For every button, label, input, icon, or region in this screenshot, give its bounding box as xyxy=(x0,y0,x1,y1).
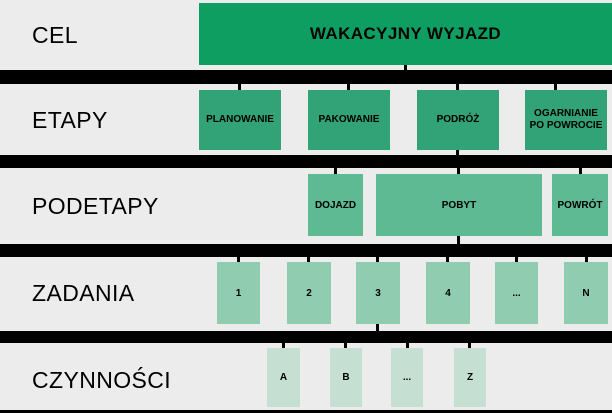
connector-tick xyxy=(237,257,240,262)
activity-box-z: Z xyxy=(454,348,486,407)
task-box-3: 3 xyxy=(356,262,400,324)
task-box-1: 1 xyxy=(217,262,260,324)
connector-tick xyxy=(347,84,350,90)
task-box-ellipsis: ... xyxy=(495,262,538,324)
connector-tick xyxy=(404,65,407,70)
divider-bar-2 xyxy=(0,155,612,168)
connector-tick xyxy=(456,150,459,155)
connector-tick xyxy=(515,257,518,262)
connector-tick xyxy=(468,343,471,348)
activity-box-b: B xyxy=(330,348,362,407)
connector-tick xyxy=(376,324,379,331)
connector-tick xyxy=(446,257,449,262)
substage-box-dojazd: DOJAZD xyxy=(308,174,363,236)
row-label-etapy: ETAPY xyxy=(32,107,108,133)
substage-box-pobyt: POBYT xyxy=(376,174,542,236)
divider-bar-1 xyxy=(0,70,612,84)
connector-tick xyxy=(282,343,285,348)
connector-tick xyxy=(307,257,310,262)
task-box-2: 2 xyxy=(287,262,331,324)
connector-tick xyxy=(334,168,337,174)
connector-tick xyxy=(344,343,347,348)
substage-box-powrot: POWRÓT xyxy=(552,174,608,236)
stage-box-ogarnianie: OGARNIANIE PO POWROCIE xyxy=(525,90,607,150)
stage-box-planowanie: PLANOWANIE xyxy=(199,90,281,150)
task-box-n: N xyxy=(564,262,608,324)
activity-box-ellipsis: ... xyxy=(391,348,423,407)
connector-tick xyxy=(456,84,459,90)
connector-tick xyxy=(376,257,379,262)
divider-bar-3 xyxy=(0,244,612,257)
stage-box-pakowanie: PAKOWANIE xyxy=(308,90,390,150)
goal-box: WAKACYJNY WYJAZD xyxy=(199,3,612,65)
connector-tick xyxy=(457,168,460,174)
divider-bar-bottom xyxy=(0,410,612,413)
connector-tick xyxy=(579,168,582,174)
divider-bar-4 xyxy=(0,331,612,343)
row-label-zadania: ZADANIA xyxy=(32,280,135,306)
stage-box-podroz: PODRÓŻ xyxy=(417,90,499,150)
activity-box-a: A xyxy=(267,348,300,407)
connector-tick xyxy=(406,343,409,348)
connector-tick xyxy=(457,236,460,244)
task-box-4: 4 xyxy=(426,262,470,324)
row-label-cel: CEL xyxy=(32,22,78,48)
row-label-podetapy: PODETAPY xyxy=(32,193,159,219)
connector-tick xyxy=(554,84,557,90)
connector-tick xyxy=(585,257,588,262)
connector-tick xyxy=(238,84,241,90)
row-label-czynnosci: CZYNNOŚCI xyxy=(32,367,172,393)
